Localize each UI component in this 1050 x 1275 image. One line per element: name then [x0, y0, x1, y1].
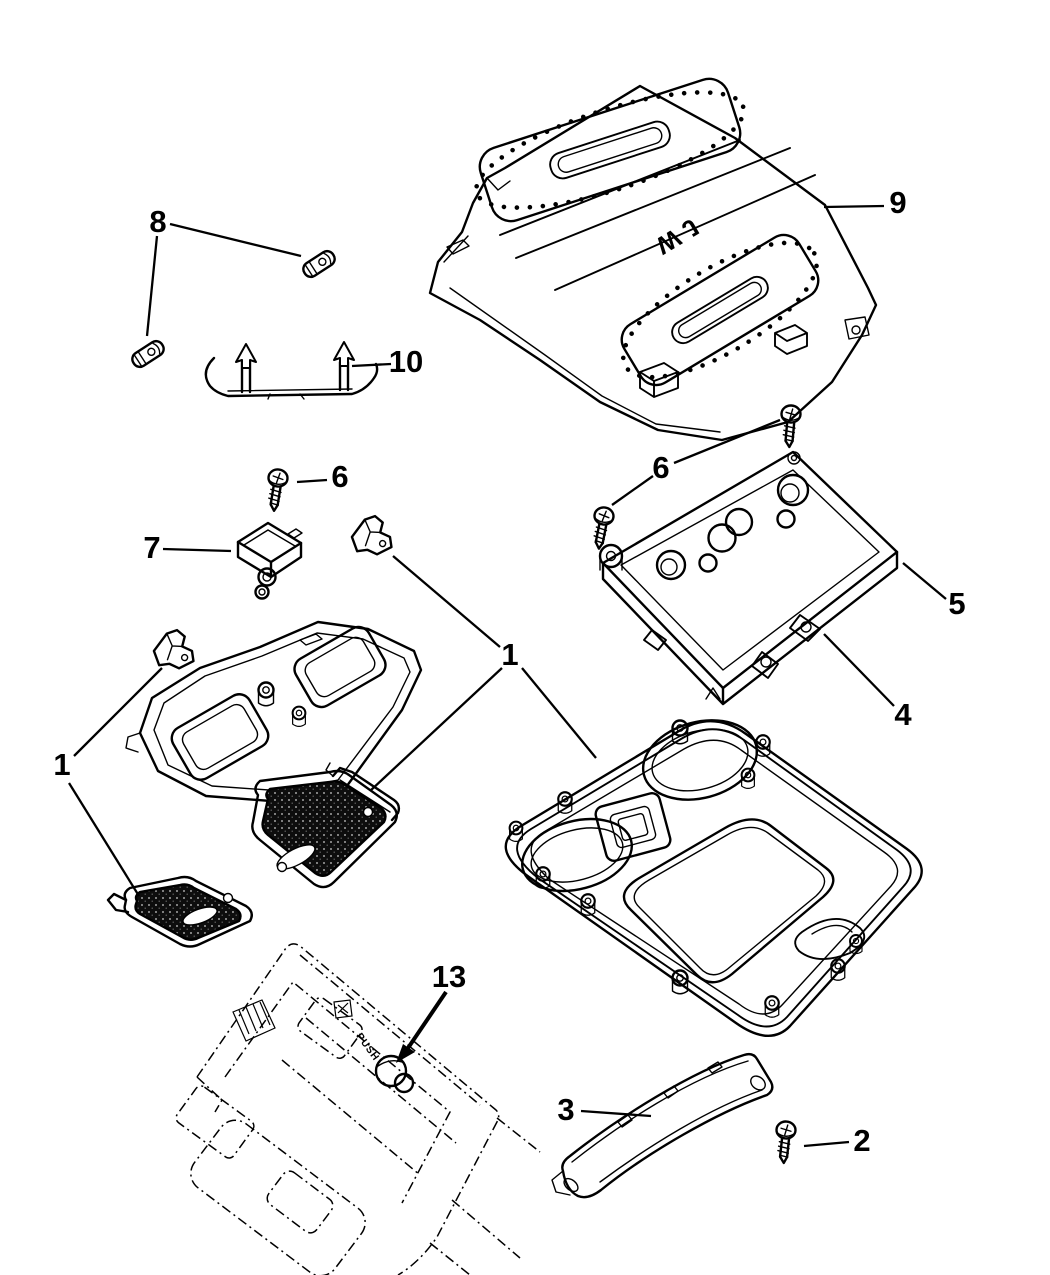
- callout-labels: 8 10 9 6 6 7 5 4 1 1 13 3 2: [53, 185, 965, 1158]
- callout-7-label: 7: [143, 530, 160, 565]
- callout-4-label: 4: [894, 697, 912, 732]
- part-1-lens-right: [251, 762, 401, 889]
- push-label: PUSH: [354, 1031, 382, 1063]
- part-6-screw-left: [263, 467, 290, 514]
- leader-1-left-lens: [68, 782, 140, 897]
- part-1-lamp-housing: [125, 620, 423, 804]
- leader-7: [162, 547, 232, 553]
- leader-5: [902, 562, 947, 600]
- part-4-5-module-assembly: [598, 450, 899, 706]
- callout-10-label: 10: [389, 344, 423, 379]
- callout-1-left-label: 1: [53, 747, 70, 782]
- part-1-clip-left: [151, 627, 197, 671]
- part-1-console-housing: [504, 687, 923, 1037]
- leader-2: [803, 1140, 850, 1148]
- leader-13-arrow: [396, 990, 448, 1063]
- leader-1-center-lens: [369, 667, 503, 792]
- leader-8-b: [145, 235, 159, 337]
- leader-6-right-a: [673, 418, 781, 465]
- leader-3: [580, 1109, 652, 1118]
- callout-2-label: 2: [853, 1123, 870, 1158]
- phantom-console-view: PUSH: [175, 943, 541, 1275]
- pad-logo-text: W J: [651, 212, 704, 259]
- part-3-lens: [551, 1052, 774, 1199]
- callout-1-center-label: 1: [501, 637, 518, 672]
- callout-13-label: 13: [432, 959, 466, 994]
- callout-3-label: 3: [557, 1092, 574, 1127]
- part-13-knob: [374, 1054, 415, 1094]
- part-9-headliner-pad: W J: [428, 77, 878, 442]
- callout-9-label: 9: [889, 185, 906, 220]
- leader-1-left-clip: [73, 667, 163, 757]
- leader-9: [823, 204, 885, 209]
- leader-6-left: [296, 478, 328, 484]
- leader-8-a: [169, 222, 302, 258]
- part-10-retainer-bracket: [204, 341, 379, 400]
- part-6-screw-lower: [588, 505, 616, 552]
- callout-5-label: 5: [948, 586, 965, 621]
- leader-1-center-housing: [521, 667, 597, 759]
- leader-6-right-b: [611, 475, 654, 506]
- part-2-screw: [773, 1119, 798, 1165]
- leader-1-center-clip: [392, 555, 501, 648]
- callout-6-left-label: 6: [331, 459, 348, 494]
- callout-8-label: 8: [149, 204, 166, 239]
- leader-10: [351, 362, 392, 368]
- part-6-screw-upper: [779, 403, 802, 449]
- part-8-bulbs: [128, 247, 339, 371]
- callout-6-right-label: 6: [652, 450, 669, 485]
- leader-4: [823, 633, 895, 707]
- part-1-clip-right: [349, 513, 395, 557]
- callout-leaders: [68, 204, 947, 1148]
- part-7-module: [236, 521, 303, 600]
- part-1-lens-left: [106, 875, 253, 948]
